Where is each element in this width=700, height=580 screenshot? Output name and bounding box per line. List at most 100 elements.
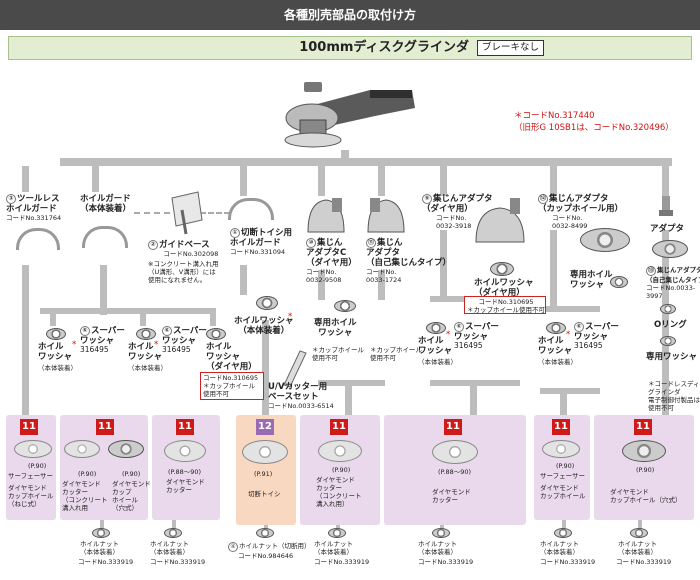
main-bus — [60, 158, 672, 166]
washer-5-sub: （本体装着） — [538, 358, 577, 366]
panel-3-name: ダイヤモンド カッター — [166, 478, 205, 494]
wheel-guard-label: ホイルガード （本体装着） — [80, 194, 132, 214]
dash-connector-2 — [200, 212, 230, 214]
nut-1-name: ホイルナット （本体装着） — [80, 540, 119, 556]
washer-2-name: ホイル ワッシャ — [128, 342, 163, 362]
mid-washer-image — [490, 262, 514, 276]
num-badge: ⑥ — [454, 322, 464, 332]
cut-guard-image — [228, 198, 274, 220]
nut-2-code: コードNo.333919 — [150, 558, 206, 566]
num-badge: ④ — [228, 542, 238, 552]
special-washer-image — [334, 300, 356, 312]
special-washer2-image — [660, 336, 676, 346]
washer-4-sub: （本体装着） — [418, 358, 457, 366]
cup-wheel-hole-image — [108, 440, 144, 458]
surfacer-image — [14, 440, 52, 458]
washer-1-sub: （本体装着） — [38, 364, 77, 372]
num-badge: ① — [230, 228, 240, 238]
nut-stem-6 — [562, 520, 566, 532]
diamond-washer-note: ＊カップホイール 使用不可 — [203, 382, 255, 398]
col1-line — [22, 265, 29, 415]
num-badge: ⑥ — [162, 326, 172, 336]
adapter-label: アダプタ — [650, 224, 685, 234]
num-badge: ⑬ — [646, 266, 656, 276]
dust-adapter-c-name: 集じん アダプタC （ダイヤ用） — [306, 238, 357, 268]
tooless-guard-image — [16, 228, 60, 250]
main-stem — [341, 150, 349, 160]
tooless-guard-code: コードNo.331764 — [6, 214, 62, 222]
dust-adapter-cup-image — [580, 228, 630, 252]
stem-5 — [378, 166, 385, 196]
num-badge: ⑥ — [80, 326, 90, 336]
col6-down — [470, 380, 477, 415]
panel-6-name: ダイヤモンド カッター — [432, 488, 471, 504]
adapter-image — [659, 196, 673, 216]
uv-base-image — [283, 350, 307, 388]
panel-6-badge: 11 — [444, 419, 462, 435]
nut-3-image — [328, 528, 346, 538]
num-badge: ⑪ — [366, 238, 376, 248]
panel-8-name: ダイヤモンド カップホイール（穴式） — [610, 488, 682, 504]
tool-title-bar: 100mmディスクグラインダ ブレーキなし — [8, 36, 692, 60]
panel-7-name2: ダイヤモンド カップホイール — [540, 484, 586, 500]
col8-line — [662, 230, 669, 415]
mid-washer-code: コードNo.310695 — [478, 298, 534, 306]
nut-stem-2 — [172, 520, 176, 532]
diamond-washer-code: コードNo.310695 — [203, 374, 259, 382]
num-badge: ③ — [6, 194, 16, 204]
mid-washer-note: ＊カップホイール使用不可 — [467, 306, 545, 314]
col6-line — [440, 230, 447, 296]
cutting-wheel-image — [242, 440, 288, 464]
panel-7-name: サーフェーサー — [540, 472, 585, 480]
mid-washer-code-box: コードNo.310695 ＊カップホイール使用不可 — [464, 296, 546, 314]
num-badge: ② — [148, 240, 158, 250]
w3 — [210, 308, 216, 326]
mid-washer-label: ホイルワッシャ （ダイヤ用） — [474, 278, 534, 298]
dust-adapter-self-image — [367, 198, 405, 233]
panel-5-badge: 11 — [330, 419, 348, 435]
dust-adapter-self2-name: 集じんアダプタ （自己集じんタイプ） — [646, 266, 700, 284]
top-note: ＊コードNo.317440 （旧形G 10SB1は、コードNo.320496） — [514, 110, 674, 134]
surfacer-2-image — [542, 440, 580, 458]
col45-down — [345, 380, 352, 415]
tooless-guard-text: ツールレス ホイルガード — [6, 194, 60, 214]
guide-base-code: コードNo.302098 — [163, 250, 219, 258]
cord-note: ＊コードレスディスク グラインダ 電子制御付製品は 使用不可 — [648, 380, 700, 412]
super-washer-2-name: スーパー ワッシャ — [162, 326, 207, 346]
dust-adapter-dia-name: 集じんアダプタ （ダイヤ用） — [422, 194, 493, 214]
tool-name: 100mmディスクグラインダ — [299, 40, 469, 55]
cut-guard-code: コードNo.331094 — [230, 248, 286, 256]
num-badge: ⑥ — [574, 322, 584, 332]
washer-5-image — [546, 322, 566, 334]
dust-adapter-cup-name: 集じんアダプタ （カップホイール用） — [538, 194, 624, 214]
panel-3-page: (P.88～90) — [168, 468, 202, 476]
nut-2-name: ホイルナット （本体装着） — [150, 540, 189, 556]
dust-adapter-self2-image — [652, 240, 688, 258]
dust-adapter-dia-image — [475, 198, 525, 243]
uv-base-name: U/Vカッター用 ベースセット — [268, 382, 328, 402]
stem-1 — [22, 166, 29, 192]
oring-image — [660, 304, 676, 314]
panel-7-badge: 11 — [552, 419, 570, 435]
special-washer-note-2: ＊カップホイール 使用不可 — [370, 346, 422, 362]
w2 — [140, 308, 146, 326]
super-washer-1-name: スーパー ワッシャ — [80, 326, 125, 346]
special-washer2-label: 専用ワッシャ — [646, 352, 698, 362]
panel-1-page: (P.90) — [28, 462, 47, 470]
panel-4-name: 切断トイシ — [248, 490, 281, 498]
panel-1-badge: 11 — [20, 419, 38, 435]
cut-washer-image — [256, 296, 278, 310]
panel-5-name: ダイヤモンド カッター （コンクリート 溝入れ用） — [316, 476, 362, 508]
washer-1-asterisk: * — [72, 340, 77, 350]
special-washer-note: ＊カップホイール 使用不可 — [312, 346, 364, 362]
col3-line — [240, 265, 247, 295]
col7-join — [540, 388, 600, 394]
panel-2-name2: ダイヤモンド カップ ホイール （穴式） — [112, 480, 151, 512]
cut-nut-name: ホイルナット（切断用） — [239, 542, 311, 550]
